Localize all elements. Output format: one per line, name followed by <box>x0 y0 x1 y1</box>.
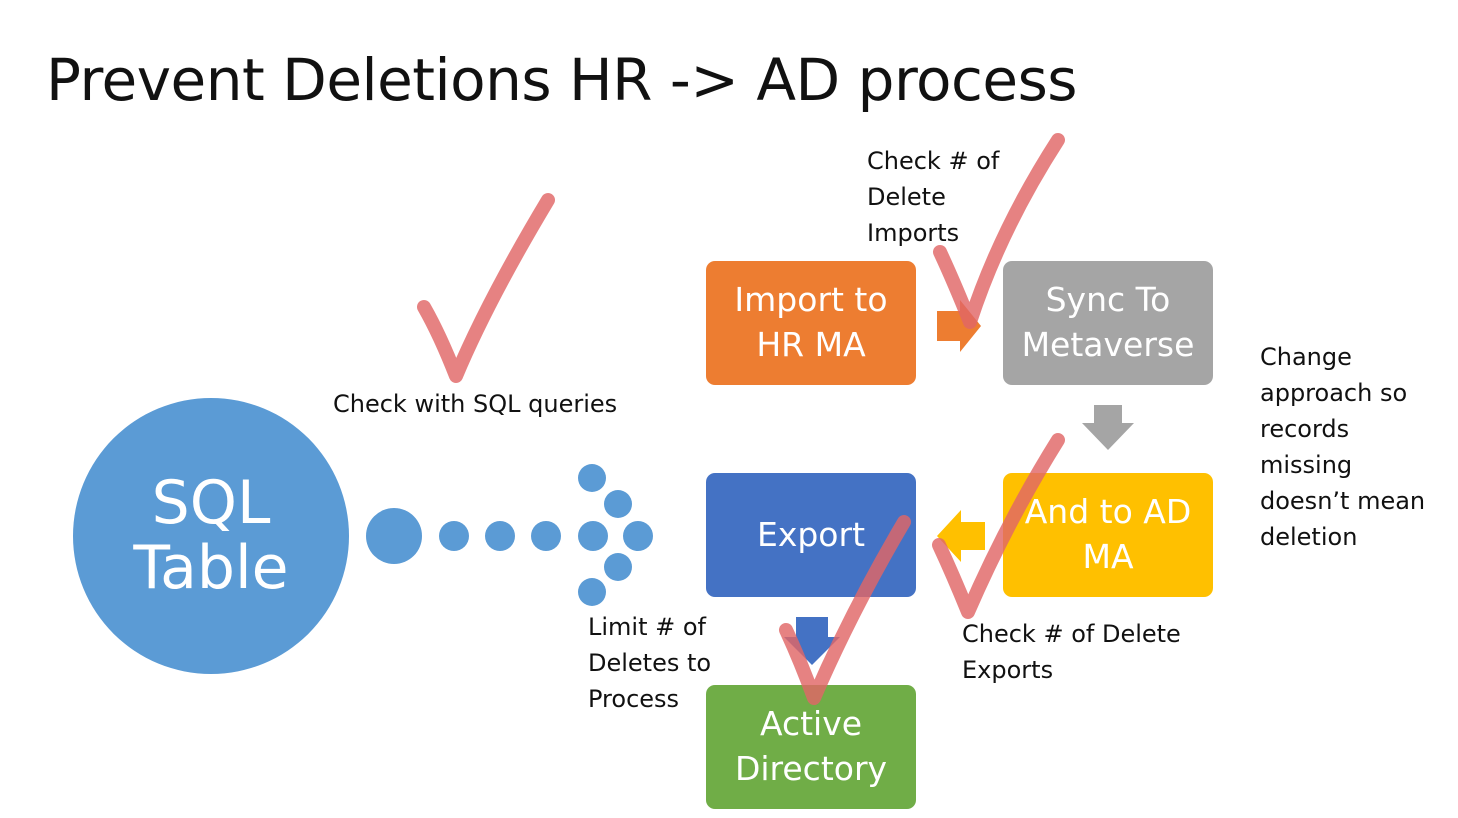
note-line: deletion <box>1260 523 1358 551</box>
note-line: approach so <box>1260 379 1408 407</box>
note-check-delete-exports: Check # of Delete Exports <box>962 616 1181 688</box>
box-label-line: HR MA <box>756 325 866 364</box>
active-directory-box: Active Directory <box>706 685 916 809</box>
connector-dot <box>485 521 515 551</box>
sql-table-node: SQL Table <box>73 398 349 674</box>
note-line: records <box>1260 415 1350 443</box>
note-check-delete-imports: Check # of Delete Imports <box>867 143 999 251</box>
check-mark-icon <box>779 515 911 705</box>
note-line: missing <box>1260 451 1353 479</box>
connector-dot <box>366 508 422 564</box>
note-line: Change <box>1260 343 1352 371</box>
box-label-line: Active <box>759 704 863 744</box>
note-change-approach: Change approach so records missing doesn… <box>1260 339 1425 555</box>
note-limit-deletes: Limit # of Deletes to Process <box>588 609 711 717</box>
check-mark-icon <box>932 433 1065 619</box>
note-line: doesn’t mean <box>1260 487 1426 515</box>
note-line: Delete <box>867 183 946 211</box>
box-label-line: Sync To <box>1045 280 1171 320</box>
connector-dot <box>531 521 561 551</box>
note-line: Limit # of <box>588 613 706 641</box>
box-label-line: Export <box>756 514 866 554</box>
sql-table-label-line-2: Table <box>133 533 289 603</box>
box-label-line: Directory <box>734 749 888 788</box>
note-line: Deletes to <box>588 649 712 677</box>
import-to-hr-ma-box: Import to HR MA <box>706 261 916 385</box>
connector-dot <box>604 490 632 518</box>
note-line: Exports <box>962 656 1054 684</box>
connector-dot <box>578 578 606 606</box>
note-line: Check # of <box>867 147 1000 175</box>
connector-dot <box>439 521 469 551</box>
sql-table-label-line-1: SQL <box>151 468 271 539</box>
arrow-down-icon <box>1082 405 1134 450</box>
connector-dot <box>623 521 653 551</box>
check-mark-icon <box>417 193 555 383</box>
arrow-down-icon <box>784 617 840 665</box>
and-to-ad-ma-box: And to AD MA <box>1003 473 1213 597</box>
box-label-line: Metaverse <box>1021 325 1195 364</box>
note-check-sql-queries: Check with SQL queries <box>333 386 617 422</box>
connector-dot <box>578 521 608 551</box>
note-line: Imports <box>867 219 960 247</box>
connector-dot <box>578 464 606 492</box>
note-line: Process <box>588 685 680 713</box>
slide-title: Prevent Deletions HR -> AD process <box>46 46 1078 114</box>
sync-to-metaverse-box: Sync To Metaverse <box>1003 261 1213 385</box>
arrow-left-icon <box>937 510 985 562</box>
note-line: Check # of Delete <box>962 620 1181 648</box>
connector-dot <box>604 553 632 581</box>
note-line: Check with SQL queries <box>333 390 618 418</box>
check-mark-icon <box>933 133 1065 329</box>
box-label-line: Import to <box>734 280 888 320</box>
box-label-line: MA <box>1082 537 1134 576</box>
box-label-line: And to AD <box>1024 492 1192 532</box>
